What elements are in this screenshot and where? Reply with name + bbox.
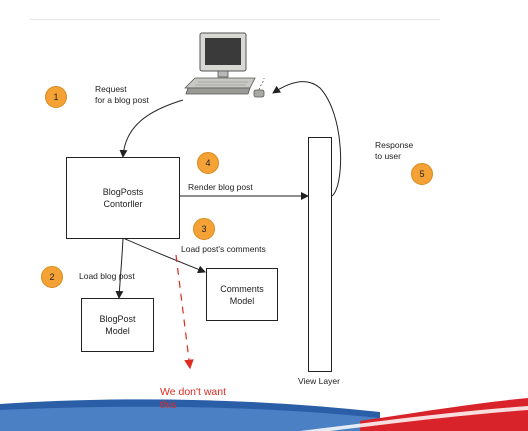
blogpost-model-label: BlogPost Model: [99, 314, 136, 336]
step-4-badge: 4: [197, 152, 219, 174]
controller-label: BlogPosts Contorller: [102, 187, 144, 209]
step-2-badge: 2: [41, 266, 63, 288]
response-arrow: [272, 81, 342, 197]
load-blogpost-arrow: [115, 237, 124, 299]
unwanted-dashed-arrow: [175, 254, 194, 370]
view-layer-box: [308, 137, 332, 372]
step-2-label: Load blog post: [79, 271, 135, 281]
step-3-badge: 3: [193, 218, 215, 240]
step-5-badge: 5: [411, 163, 433, 185]
step-1-badge: 1: [45, 86, 67, 108]
view-layer-label: View Layer: [298, 376, 340, 386]
step-1-label: Request for a blog post: [95, 84, 149, 105]
footer-swoosh: [0, 398, 528, 431]
desktop-computer-icon: [184, 32, 265, 98]
comments-model-label: Comments Model: [220, 283, 264, 306]
top-divider: [30, 19, 440, 20]
load-comments-arrow: [122, 237, 206, 274]
request-arrow: [119, 99, 184, 158]
step-5-label: Response to user: [375, 140, 414, 161]
step-4-label: Render blog post: [188, 182, 253, 192]
blogposts-controller-box: BlogPosts Contorller: [66, 157, 180, 239]
unwanted-note: We don't want this: [160, 386, 227, 411]
blogpost-model-box: BlogPost Model: [81, 298, 154, 352]
comments-model-box: Comments Model: [206, 268, 278, 321]
step-3-label: Load post's comments: [181, 244, 266, 254]
